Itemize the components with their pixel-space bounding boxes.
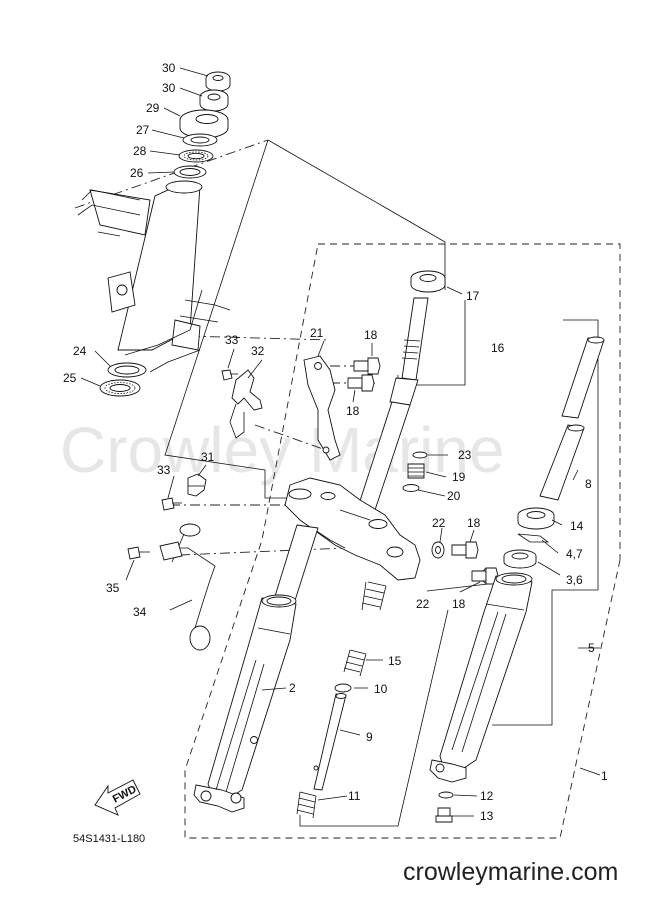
spring-15[interactable] [343, 649, 367, 677]
part-code: 54S1431-L180 [73, 833, 145, 845]
oil-seal-17[interactable] [410, 270, 446, 293]
callout-5: 5 [588, 641, 595, 655]
callout-14: 14 [570, 519, 584, 533]
callout-22-upper: 22 [432, 516, 446, 530]
bearing-cover-29[interactable] [179, 109, 229, 139]
callout-32: 32 [251, 344, 265, 358]
callout-11: 11 [348, 789, 361, 803]
callout-16: 16 [491, 341, 505, 355]
leader-lines [80, 67, 601, 817]
fork-assembly-frame [184, 243, 621, 839]
website-link[interactable]: crowleymarine.com [403, 858, 618, 886]
ring-nut-30-lower[interactable] [199, 89, 229, 112]
slide-bush-3-6[interactable] [503, 549, 537, 569]
bracket-31[interactable] [187, 473, 207, 497]
inner-tube-16[interactable] [389, 297, 429, 406]
callout-33-lower: 33 [157, 463, 171, 477]
callout-3-6: 3,6 [566, 573, 583, 587]
callout-13: 13 [480, 809, 494, 823]
callout-19: 19 [452, 470, 466, 484]
right-fork-frame [492, 319, 599, 726]
bolt-18-mid[interactable] [451, 541, 479, 559]
callout-33-upper: 33 [225, 333, 239, 347]
bearing-25[interactable] [99, 379, 141, 397]
damper-rod-9[interactable] [313, 693, 347, 791]
inner-tube-8[interactable] [539, 336, 605, 501]
ring-nut-30-upper[interactable] [205, 71, 231, 92]
callout-1: 1 [601, 769, 608, 783]
callout-23: 23 [458, 448, 472, 462]
callout-20: 20 [447, 489, 461, 503]
callout-17: 17 [466, 289, 480, 303]
callout-31: 31 [201, 450, 215, 464]
damper-rod-seat-10[interactable] [334, 683, 352, 693]
bolt-18-upper[interactable] [353, 357, 381, 375]
clip-4-7[interactable] [517, 533, 550, 543]
callout-4-7: 4,7 [566, 547, 583, 561]
fwd-arrow-icon: FWD [94, 779, 141, 816]
spring-15-upper[interactable] [361, 581, 387, 611]
oil-seal-14[interactable] [517, 507, 555, 530]
bolt-18-bottom[interactable] [471, 567, 499, 585]
cable-guide-32[interactable] [229, 369, 263, 439]
callout-21: 21 [310, 326, 324, 340]
callout-29: 29 [146, 101, 160, 115]
bearing-race-26[interactable] [173, 165, 207, 179]
bearing-race-24[interactable] [107, 362, 147, 378]
outer-tube-2[interactable] [193, 524, 319, 813]
bolt-33-upper[interactable] [221, 369, 238, 381]
callout-30-upper: 30 [162, 61, 176, 75]
guide-wire-34[interactable] [159, 523, 216, 651]
cable-guide-axis-line [179, 547, 346, 556]
callout-18-mid: 18 [467, 516, 481, 530]
callout-10: 10 [374, 682, 388, 696]
callout-30-lower: 30 [162, 81, 176, 95]
callout-18-second: 18 [346, 404, 360, 418]
bolt-18-lower[interactable] [347, 374, 375, 392]
callout-22-lower: 22 [416, 597, 430, 611]
callout-2: 2 [289, 681, 296, 695]
bearing-28[interactable] [178, 149, 214, 163]
callout-34: 34 [133, 605, 147, 619]
spring-11[interactable] [296, 791, 317, 819]
callout-26: 26 [130, 166, 144, 180]
o-ring-20[interactable] [402, 484, 420, 492]
washer-22-upper[interactable] [431, 541, 445, 559]
clip-23[interactable] [412, 451, 428, 459]
bolt-35[interactable] [127, 546, 150, 560]
outer-tube-5[interactable] [429, 572, 533, 783]
collar-19[interactable] [407, 463, 425, 479]
damper-group-frame [299, 609, 449, 827]
callout-15: 15 [388, 654, 402, 668]
gasket-12[interactable] [438, 791, 454, 799]
callout-25: 25 [63, 371, 77, 385]
bolt-13[interactable] [435, 807, 453, 823]
callout-8: 8 [585, 477, 592, 491]
callout-18-top: 18 [364, 328, 378, 342]
callout-24: 24 [73, 344, 87, 358]
callout-28: 28 [133, 144, 147, 158]
callout-9: 9 [366, 730, 373, 744]
frame-head-pipe [77, 180, 231, 373]
callout-27: 27 [136, 123, 150, 137]
callout-35: 35 [106, 581, 120, 595]
steering-stem-body [284, 401, 421, 581]
bolt-33-lower[interactable] [161, 497, 182, 511]
bracket-21[interactable] [303, 355, 341, 461]
washer-27[interactable] [182, 133, 218, 147]
callout-12: 12 [480, 789, 494, 803]
callout-18-bottom: 18 [452, 597, 466, 611]
watermark-text: Crowley Marine [60, 414, 505, 486]
